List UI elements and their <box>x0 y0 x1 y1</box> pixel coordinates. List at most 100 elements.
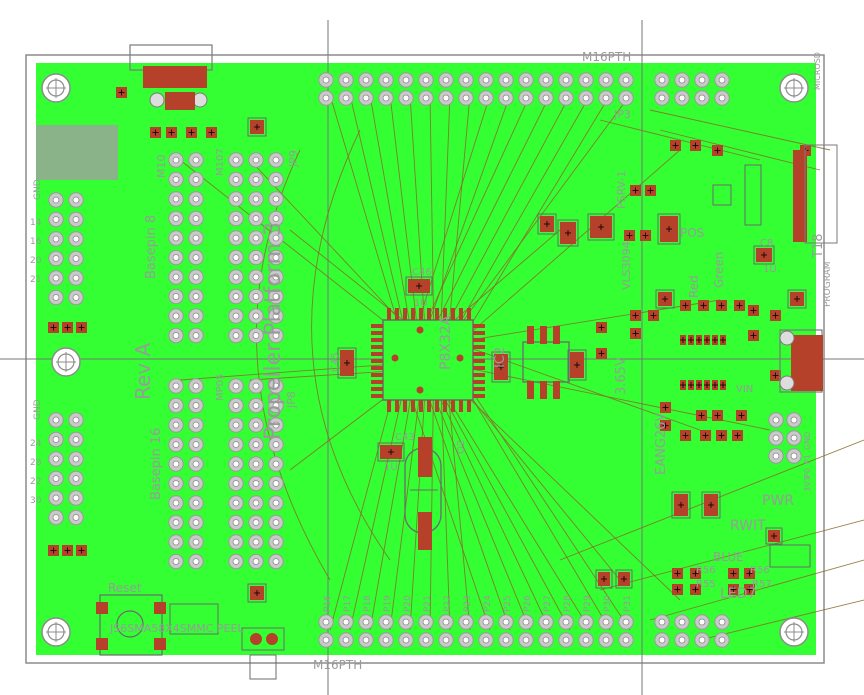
num-30-label: 30 <box>30 496 42 506</box>
pin-label: P31 <box>623 595 633 612</box>
ic-pin <box>435 308 439 320</box>
component-outline <box>595 569 613 589</box>
pin-label: P16 <box>323 595 333 612</box>
header-m10 <box>168 152 204 344</box>
ic-pin <box>473 345 485 349</box>
microsd-slot <box>712 144 838 244</box>
trace <box>179 159 409 341</box>
header-pin-hole <box>192 441 200 448</box>
header-pin-hole <box>252 421 260 429</box>
header-pin-hole <box>322 618 330 626</box>
header-pin-hole <box>658 636 666 644</box>
ic-pin <box>467 400 471 412</box>
header-pin-hole <box>522 94 530 102</box>
header-pin-hole <box>602 618 610 626</box>
ic-pin <box>403 308 407 320</box>
trace <box>433 375 591 631</box>
header-pin-hole <box>52 274 60 282</box>
trace <box>439 359 451 631</box>
header-pin-hole <box>172 441 180 448</box>
header-pin-hole <box>192 176 200 183</box>
header-pin-hole <box>252 234 260 242</box>
r56-left-label: R56 <box>696 565 716 576</box>
header-pin-hole <box>172 176 180 183</box>
num-22-label: 22 <box>30 477 41 487</box>
header-pin-hole <box>232 460 240 468</box>
header-pin-hole <box>522 76 530 84</box>
component-outline <box>765 527 783 545</box>
header-pin-hole <box>272 312 280 320</box>
header-pin-hole <box>232 234 240 242</box>
header-pin-hole <box>252 254 260 261</box>
header-pin-hole <box>72 436 80 443</box>
header-pin-hole <box>252 519 260 526</box>
header-pin-hole <box>232 402 240 409</box>
header-pin-hole <box>382 94 390 102</box>
header-pin-hole <box>582 76 590 84</box>
header-pads <box>48 72 802 648</box>
ic-pin <box>371 345 383 349</box>
header-pin-hole <box>442 636 450 644</box>
c46-value: 1U <box>414 298 428 309</box>
header-pin-hole <box>252 402 260 409</box>
header-pin-hole <box>52 436 60 443</box>
header-pin-hole <box>252 156 260 164</box>
header-pin-hole <box>562 618 570 626</box>
header-pin-hole <box>402 76 410 84</box>
header-pin-hole <box>462 636 470 644</box>
header-pin-hole <box>192 519 200 526</box>
green-led-label: Green <box>712 252 726 288</box>
ic-pin <box>443 400 447 412</box>
ic-pin <box>473 387 485 391</box>
ic-pin <box>459 308 463 320</box>
header-pin-hole <box>232 273 240 281</box>
header-pin-hole <box>192 558 200 565</box>
pwr-label: PWR <box>762 493 794 509</box>
vin-label: VIN <box>736 384 753 395</box>
vls-label: VLS3094 <box>620 241 633 290</box>
header-pin-hole <box>772 434 780 442</box>
num-24-label: 24 <box>30 439 42 449</box>
ic-pin <box>403 400 407 412</box>
component-outline <box>491 351 511 383</box>
trace <box>649 109 831 151</box>
header-pin-hole <box>542 76 550 84</box>
smd-components <box>48 87 811 603</box>
header-pin-hole <box>232 480 240 487</box>
right-pin-label: GND <box>803 432 812 450</box>
header-pin-hole <box>252 312 260 320</box>
num-16-label: 16 <box>30 237 42 247</box>
header-pin-hole <box>192 254 200 261</box>
ic-pin <box>419 308 423 320</box>
header-pin-hole <box>232 215 240 222</box>
header-pin-hole <box>252 538 260 546</box>
ic-pin <box>435 400 439 412</box>
header-pin-hole <box>252 558 260 565</box>
header-pin-hole <box>72 514 80 521</box>
header-pin-hole <box>172 460 180 468</box>
pin-label: P27 <box>543 595 553 612</box>
header-pin-hole <box>462 618 470 626</box>
trace <box>599 519 864 591</box>
header-pin-hole <box>192 195 200 203</box>
ic-pin <box>395 308 399 320</box>
header-pin-hole <box>342 618 350 626</box>
header-pin-hole <box>72 235 80 243</box>
trace <box>445 94 471 361</box>
header-pin-hole <box>272 421 280 429</box>
header-pin-hole <box>72 255 80 262</box>
blue-label: BLUE <box>713 550 744 564</box>
header-pin-hole <box>232 156 240 164</box>
basepin16-label: Basepin 16 <box>149 428 164 500</box>
header-pin-hole <box>252 332 260 339</box>
pin-label: P25 <box>503 595 513 612</box>
pin-label: P21 <box>423 595 433 612</box>
reset-label: Reset <box>108 581 142 595</box>
header-pin-hole <box>772 416 780 424</box>
component-outline <box>247 583 267 603</box>
trace-arc <box>256 149 331 581</box>
header-top-right <box>654 72 730 106</box>
component-outline <box>377 442 405 462</box>
header-pin-hole <box>562 76 570 84</box>
header-pin-hole <box>192 332 200 339</box>
